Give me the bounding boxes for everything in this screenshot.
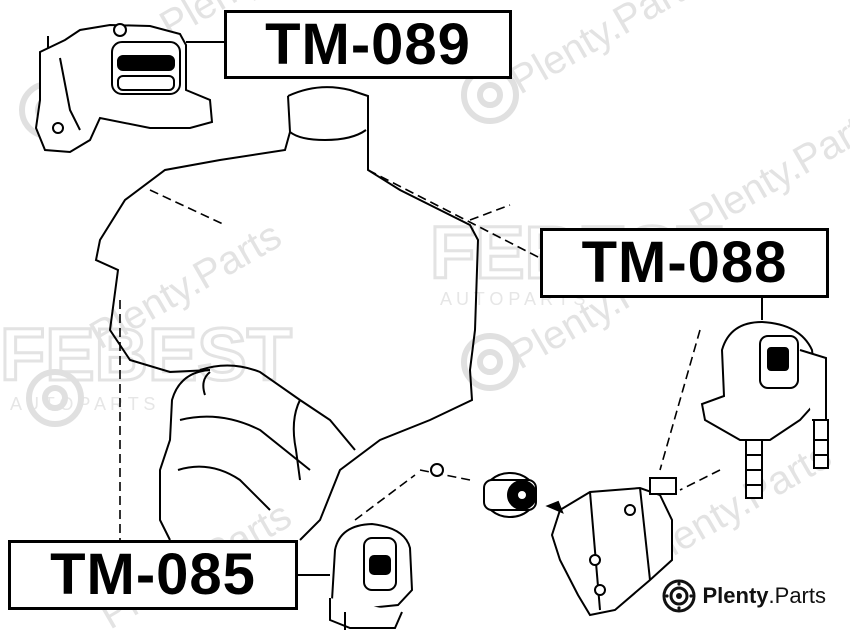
bracket-drawing	[550, 477, 677, 617]
mount-tm088-drawing	[700, 320, 829, 499]
plenty-parts-brand: Plenty.Parts	[662, 579, 826, 613]
watermark-plenty-2: Plenty.Parts	[503, 0, 709, 103]
brake-disc-icon	[662, 579, 696, 613]
brand-dot: .	[768, 583, 775, 608]
brand-name: Plenty	[702, 583, 769, 608]
bushing-drawing	[430, 463, 564, 518]
brand-suffix: Parts	[774, 583, 826, 608]
part-label-tm-089[interactable]: TM-089	[224, 10, 512, 79]
watermark-febest-left: FEBEST	[0, 313, 292, 396]
mount-tm089-drawing	[34, 23, 214, 154]
part-label-tm-085[interactable]: TM-085	[8, 540, 298, 610]
watermark-plenty-6: Plenty.Parts	[683, 98, 850, 242]
mount-tm085-drawing	[329, 522, 414, 630]
engine-outline	[94, 86, 480, 541]
label-leaders	[186, 41, 763, 576]
part-label-tm-088[interactable]: TM-088	[540, 228, 829, 298]
